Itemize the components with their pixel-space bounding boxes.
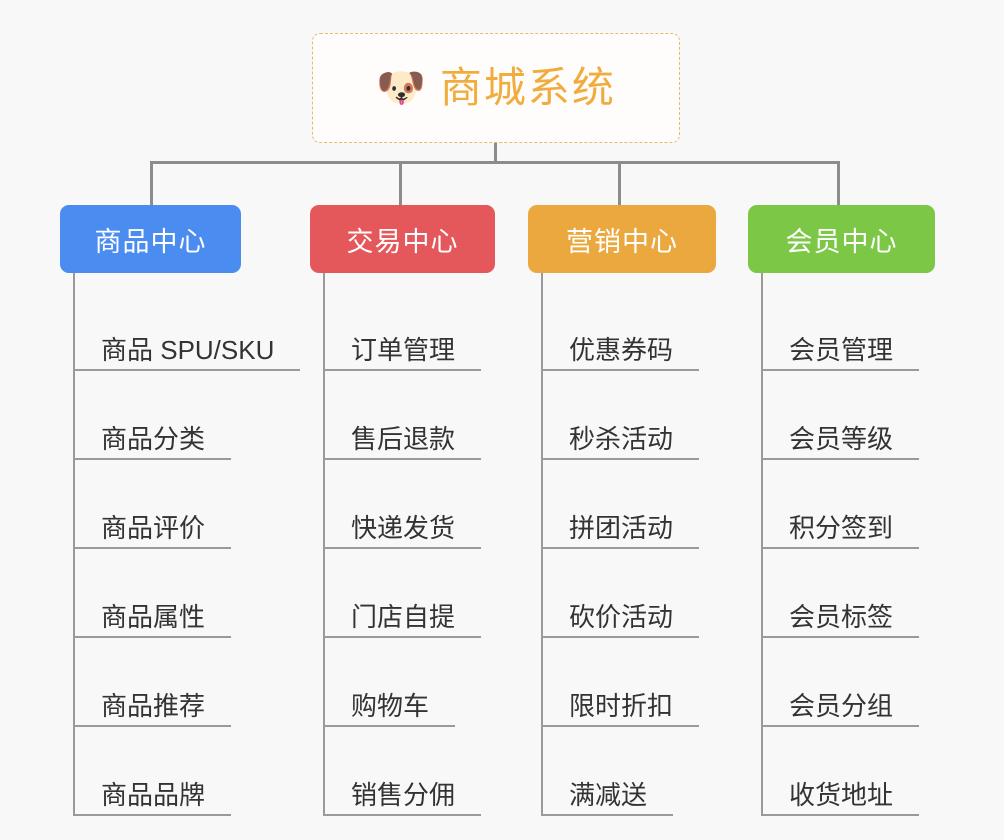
- list-item[interactable]: 积分签到: [763, 460, 920, 549]
- list-item[interactable]: 销售分佣: [325, 727, 482, 816]
- leaf-label: 优惠券码: [569, 335, 674, 366]
- leaf-list-member-center: 会员管理 会员等级 积分签到 会员标签 会员分组 收货地址: [761, 273, 935, 816]
- list-item[interactable]: 商品推荐: [75, 638, 232, 727]
- branch-column-marketing-center: 营销中心 优惠券码 秒杀活动 拼团活动 砍价活动 限时折扣 满减送: [528, 205, 716, 816]
- category-header-marketing-center[interactable]: 营销中心: [528, 205, 716, 273]
- root-title: 商城系统: [439, 64, 616, 111]
- leaf-label: 会员分组: [789, 691, 894, 722]
- leaf-list-trade-center: 订单管理 售后退款 快递发货 门店自提 购物车 销售分佣: [323, 273, 495, 816]
- list-item[interactable]: 会员等级: [763, 371, 920, 460]
- leaf-label: 门店自提: [351, 602, 456, 633]
- leaf-label: 满减送: [569, 780, 648, 811]
- leaf-label: 砍价活动: [569, 602, 674, 633]
- leaf-label: 订单管理: [351, 335, 456, 366]
- leaf-label: 商品推荐: [101, 691, 206, 722]
- list-item[interactable]: 购物车: [325, 638, 456, 727]
- list-item[interactable]: 收货地址: [763, 727, 920, 816]
- category-header-product-center[interactable]: 商品中心: [60, 205, 241, 273]
- list-item[interactable]: 商品分类: [75, 371, 232, 460]
- connector-horizontal-bar: [150, 161, 840, 164]
- branch-column-member-center: 会员中心 会员管理 会员等级 积分签到 会员标签 会员分组 收货地址: [748, 205, 935, 816]
- category-header-trade-center[interactable]: 交易中心: [310, 205, 495, 273]
- list-item[interactable]: 拼团活动: [543, 460, 700, 549]
- leaf-label: 购物车: [351, 691, 430, 722]
- dog-face-icon: 🐶: [376, 65, 426, 111]
- list-item[interactable]: 会员分组: [763, 638, 920, 727]
- leaf-label: 会员管理: [789, 335, 894, 366]
- leaf-list-marketing-center: 优惠券码 秒杀活动 拼团活动 砍价活动 限时折扣 满减送: [541, 273, 716, 816]
- list-item[interactable]: 会员标签: [763, 549, 920, 638]
- leaf-label: 商品 SPU/SKU: [101, 335, 275, 366]
- list-item[interactable]: 售后退款: [325, 371, 482, 460]
- list-item[interactable]: 商品属性: [75, 549, 232, 638]
- connector-drop-1: [150, 161, 153, 205]
- list-item[interactable]: 门店自提: [325, 549, 482, 638]
- connector-drop-2: [399, 161, 402, 205]
- list-item[interactable]: 优惠券码: [543, 282, 700, 371]
- leaf-label: 限时折扣: [569, 691, 674, 722]
- category-label: 商品中心: [94, 226, 207, 257]
- list-item[interactable]: 秒杀活动: [543, 371, 700, 460]
- leaf-label: 售后退款: [351, 424, 456, 455]
- list-item[interactable]: 快递发货: [325, 460, 482, 549]
- list-item[interactable]: 满减送: [543, 727, 674, 816]
- leaf-label: 商品品牌: [101, 780, 206, 811]
- leaf-label: 商品分类: [101, 424, 206, 455]
- leaf-list-product-center: 商品 SPU/SKU 商品分类 商品评价 商品属性 商品推荐 商品品牌: [73, 273, 301, 816]
- list-item[interactable]: 砍价活动: [543, 549, 700, 638]
- leaf-label: 销售分佣: [351, 780, 456, 811]
- leaf-label: 会员标签: [789, 602, 894, 633]
- list-item[interactable]: 订单管理: [325, 282, 482, 371]
- connector-drop-4: [837, 161, 840, 205]
- list-item[interactable]: 商品评价: [75, 460, 232, 549]
- leaf-label: 秒杀活动: [569, 424, 674, 455]
- connector-stem: [494, 143, 497, 164]
- list-item[interactable]: 商品品牌: [75, 727, 232, 816]
- category-label: 会员中心: [785, 226, 898, 257]
- leaf-label: 拼团活动: [569, 513, 674, 544]
- leaf-label: 收货地址: [789, 780, 894, 811]
- leaf-label: 快递发货: [351, 513, 456, 544]
- leaf-label: 商品属性: [101, 602, 206, 633]
- leaf-label: 会员等级: [789, 424, 894, 455]
- category-header-member-center[interactable]: 会员中心: [748, 205, 935, 273]
- leaf-label: 积分签到: [789, 513, 894, 544]
- branch-column-trade-center: 交易中心 订单管理 售后退款 快递发货 门店自提 购物车 销售分佣: [310, 205, 495, 816]
- list-item[interactable]: 会员管理: [763, 282, 920, 371]
- category-label: 营销中心: [566, 226, 678, 257]
- category-label: 交易中心: [346, 226, 459, 257]
- list-item[interactable]: 商品 SPU/SKU: [75, 282, 301, 371]
- connector-drop-3: [618, 161, 621, 205]
- root-node[interactable]: 🐶 商城系统: [312, 33, 680, 143]
- branch-column-product-center: 商品中心 商品 SPU/SKU 商品分类 商品评价 商品属性 商品推荐 商品品牌: [60, 205, 301, 816]
- list-item[interactable]: 限时折扣: [543, 638, 700, 727]
- leaf-label: 商品评价: [101, 513, 206, 544]
